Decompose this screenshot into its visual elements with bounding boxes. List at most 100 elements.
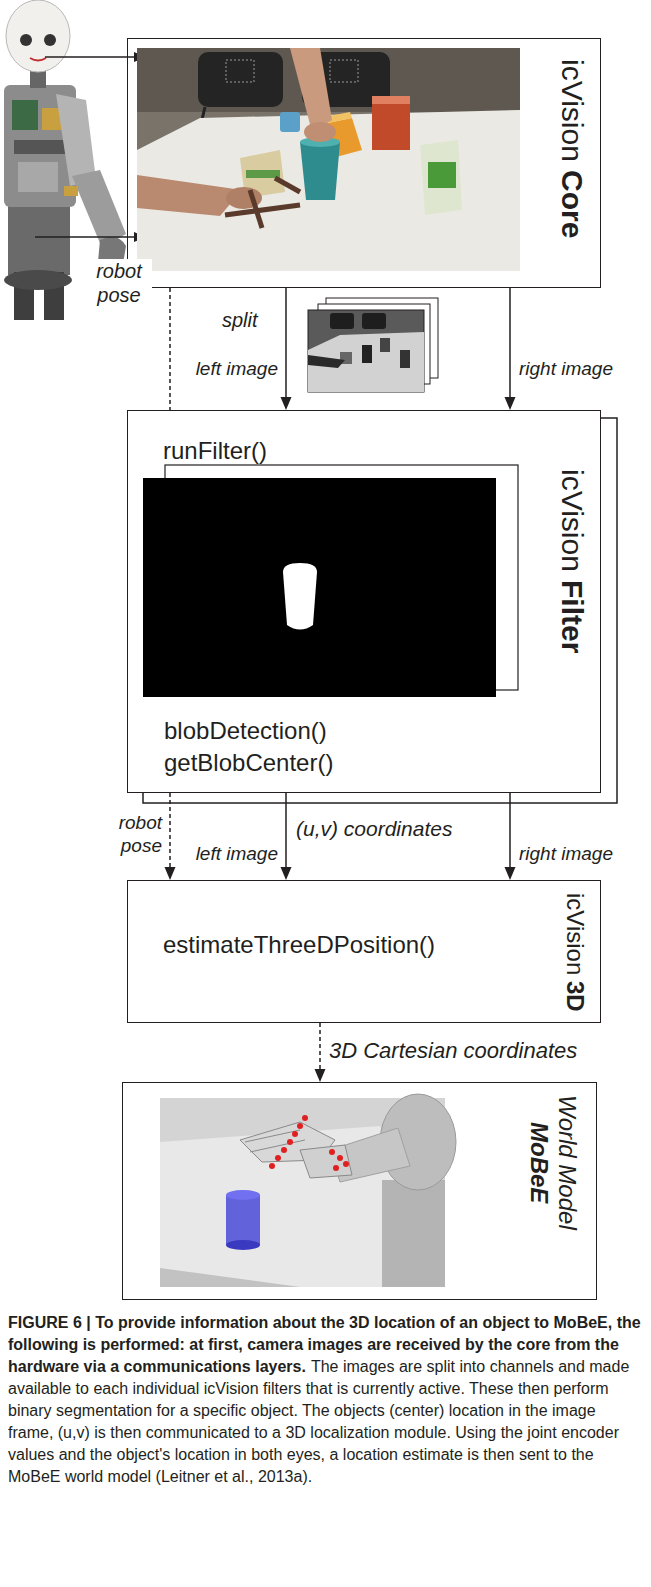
camera-photo-part <box>275 178 300 192</box>
connector-label: 3D Cartesian coordinates <box>329 1038 577 1064</box>
camera-photo <box>137 48 520 271</box>
annotation-label: robot pose <box>86 259 152 307</box>
figure-caption: FIGURE 6 | To provide information about … <box>8 1312 644 1488</box>
connector-line <box>285 288 287 398</box>
vertical-title: icVisionCore <box>556 59 589 238</box>
connector-line <box>285 793 287 868</box>
split-images-part <box>400 350 410 368</box>
world-model-render-part <box>275 1155 281 1161</box>
connector-line <box>169 793 171 868</box>
process-box: World ModelMoBeE <box>122 1082 597 1300</box>
camera-photo-part <box>250 190 262 228</box>
world-model-render-part <box>292 1131 298 1137</box>
title-text: MoBeE <box>525 1122 551 1203</box>
world-model-render-part <box>300 1145 352 1178</box>
connector-line <box>319 1023 321 1070</box>
split-images-part <box>362 313 386 329</box>
connector <box>505 793 516 880</box>
camera-photo-part <box>428 162 456 188</box>
method-text: runFilter() <box>163 437 267 466</box>
arrow-head <box>505 867 516 880</box>
world-model-render-part <box>337 1155 343 1161</box>
split-images-part <box>308 332 424 392</box>
process-box: icVisionCore <box>127 38 601 288</box>
arrow-head <box>505 397 516 410</box>
filter-frames-part <box>127 410 601 793</box>
world-model-render-part <box>297 1123 303 1129</box>
connector-label: right image <box>519 843 613 866</box>
robot-arrows-part <box>35 236 136 238</box>
split-images-part <box>308 310 424 392</box>
world-model-render-part <box>343 1161 349 1167</box>
split-images-part <box>362 345 372 363</box>
camera-photo-part <box>198 52 283 107</box>
connector-line <box>509 288 511 398</box>
method-text: estimateThreeDPosition() <box>163 931 435 960</box>
arrow-head <box>165 867 176 880</box>
camera-photo-part <box>137 110 520 271</box>
camera-photo-part <box>290 48 332 132</box>
camera-photo-part <box>372 96 410 104</box>
world-model-render-part <box>226 1195 260 1245</box>
world-model-render-part <box>250 1140 305 1152</box>
robot-photo-part <box>30 58 46 61</box>
robot-arrows-part <box>45 56 136 58</box>
filter-frames-part <box>143 478 496 697</box>
robot-photo-part <box>20 34 32 46</box>
camera-photo-part <box>420 140 462 215</box>
connector-line <box>169 288 171 410</box>
camera-photo-part <box>304 122 336 142</box>
title-text: icVision <box>562 893 588 975</box>
split-images-part <box>330 313 354 329</box>
vertical-title: World ModelMoBeE <box>525 1095 580 1230</box>
filter-frames <box>127 410 617 803</box>
connector-label: left image <box>196 843 278 866</box>
robot-photo-part <box>4 270 72 290</box>
robot-arrows <box>35 52 146 242</box>
camera-photo-part <box>225 205 300 215</box>
filter-frames-part <box>283 563 317 630</box>
connector <box>281 793 292 880</box>
split-images-part <box>308 355 345 368</box>
robot-photo-part <box>64 186 78 196</box>
title-text: Filter <box>556 580 589 653</box>
connector-line <box>509 793 511 868</box>
split-images-part <box>380 338 390 352</box>
connector <box>505 288 516 410</box>
connector-label: right image <box>519 358 613 381</box>
camera-photo-part <box>137 175 242 216</box>
robot-photo-part <box>44 34 56 46</box>
world-model-render-part <box>287 1139 293 1145</box>
annotation-label: split <box>222 308 258 332</box>
vertical-title: icVision 3D <box>562 893 588 1012</box>
title-text: World Model <box>554 1095 580 1230</box>
vertical-title: icVisionFilter <box>556 469 589 653</box>
connector-label: robot pose <box>110 812 162 858</box>
title-text: Core <box>556 170 589 238</box>
world-model-render-part <box>333 1165 339 1171</box>
annotation-label: (u,v) coordinates <box>296 816 452 841</box>
title-text: icVision <box>556 469 589 572</box>
connector <box>315 1023 326 1082</box>
camera-photo-part <box>330 60 358 82</box>
title-text: icVision <box>556 59 589 162</box>
connector-label: left image <box>196 358 278 381</box>
method-text: blobDetection() <box>164 717 327 746</box>
title-text: 3D <box>562 981 588 1012</box>
world-model-render-part <box>281 1147 287 1153</box>
camera-photo-part <box>372 102 410 150</box>
world-model-render-part <box>160 1126 445 1287</box>
robot-photo-part <box>14 140 66 154</box>
world-model-render-part <box>226 1190 260 1200</box>
world-model-render <box>160 1094 456 1287</box>
connector <box>165 793 176 880</box>
arrow-head <box>281 397 292 410</box>
world-model-render-part <box>329 1149 335 1155</box>
robot-photo-part <box>8 205 70 275</box>
connector <box>281 288 292 410</box>
camera-photo-part <box>280 112 300 132</box>
robot-photo-part <box>18 162 58 192</box>
world-model-render-part <box>269 1163 275 1169</box>
world-model-render-part <box>160 1268 300 1287</box>
